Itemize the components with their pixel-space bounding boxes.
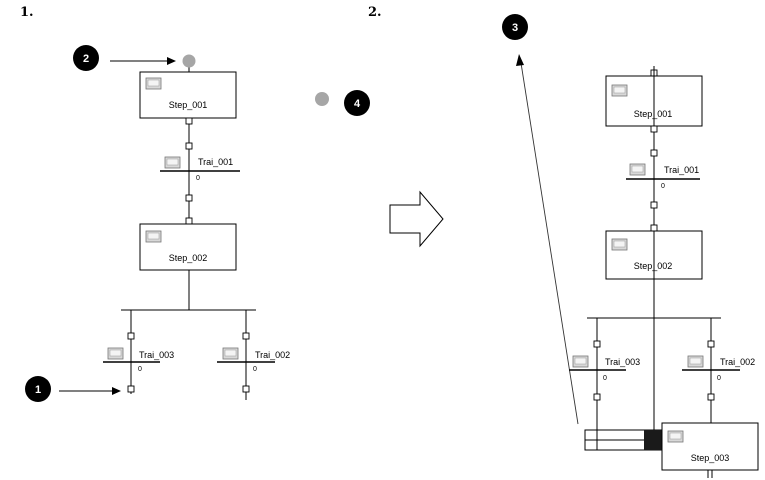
right-diagram: Step_001 Trai_001 0 Step_002 xyxy=(569,66,759,478)
insertion-placeholder xyxy=(584,429,664,451)
step-button-icon[interactable] xyxy=(667,430,684,443)
transition-condition: 0 xyxy=(138,366,142,373)
left-step-001[interactable]: Step_001 xyxy=(139,71,237,119)
step-button-icon[interactable] xyxy=(611,238,628,251)
transition-condition: 0 xyxy=(253,366,257,373)
callout-1: 1 xyxy=(25,376,121,402)
transition-button-icon[interactable] xyxy=(107,347,124,360)
left-transition-003[interactable]: Trai_003 0 xyxy=(103,347,174,373)
step-label: Step_001 xyxy=(169,100,208,110)
right-step-003[interactable]: Step_003 xyxy=(661,422,759,478)
transition-button-icon[interactable] xyxy=(572,355,589,368)
right-step-002[interactable]: Step_002 xyxy=(605,230,703,280)
callout-2: 2 xyxy=(73,45,176,71)
left-transition-002[interactable]: Trai_002 0 xyxy=(217,347,290,373)
transition-label: Trai_001 xyxy=(664,165,699,175)
transition-button-icon[interactable] xyxy=(164,156,181,169)
callout-number: 3 xyxy=(512,22,518,34)
right-transition-003[interactable]: Trai_003 0 xyxy=(569,355,640,382)
step-label: Step_002 xyxy=(169,253,208,263)
panel-label-2: 2. xyxy=(368,5,382,20)
left-transition-001[interactable]: Trai_001 0 xyxy=(160,156,240,182)
transition-button-icon[interactable] xyxy=(222,347,239,360)
callout-number: 4 xyxy=(354,98,361,110)
transition-label: Trai_001 xyxy=(198,157,233,167)
step-button-icon[interactable] xyxy=(145,230,162,243)
callout-3-arrow xyxy=(520,62,579,425)
transition-label: Trai_003 xyxy=(139,350,174,360)
step-button-icon[interactable] xyxy=(611,84,628,97)
right-transition-002[interactable]: Trai_002 0 xyxy=(682,355,755,382)
left-grey-drop-point xyxy=(182,54,196,68)
transition-hollow-arrow xyxy=(389,190,444,248)
left-diagram: Step_001 Trai_001 0 Step_002 xyxy=(103,54,290,400)
step-button-icon[interactable] xyxy=(145,77,162,90)
step-label: Step_003 xyxy=(691,453,730,463)
transition-condition: 0 xyxy=(717,375,721,382)
panel-label-1: 1. xyxy=(20,5,34,20)
transition-button-icon[interactable] xyxy=(687,355,704,368)
callout-number: 2 xyxy=(83,53,89,65)
transition-condition: 0 xyxy=(196,175,200,182)
callout-4: 4 xyxy=(315,90,370,116)
left-step-002[interactable]: Step_002 xyxy=(139,223,237,271)
right-step-001[interactable]: Step_001 xyxy=(605,75,703,127)
transition-button-icon[interactable] xyxy=(629,163,646,176)
callout-number: 1 xyxy=(35,384,41,396)
step-label: Step_002 xyxy=(634,261,673,271)
grey-drop-point xyxy=(315,92,329,106)
callout-3: 3 xyxy=(502,14,579,425)
transition-label: Trai_003 xyxy=(605,357,640,367)
step-label: Step_001 xyxy=(634,109,673,119)
transition-label: Trai_002 xyxy=(720,357,755,367)
transition-condition: 0 xyxy=(603,375,607,382)
right-transition-001[interactable]: Trai_001 0 xyxy=(626,163,700,190)
transition-label: Trai_002 xyxy=(255,350,290,360)
transition-condition: 0 xyxy=(661,183,665,190)
